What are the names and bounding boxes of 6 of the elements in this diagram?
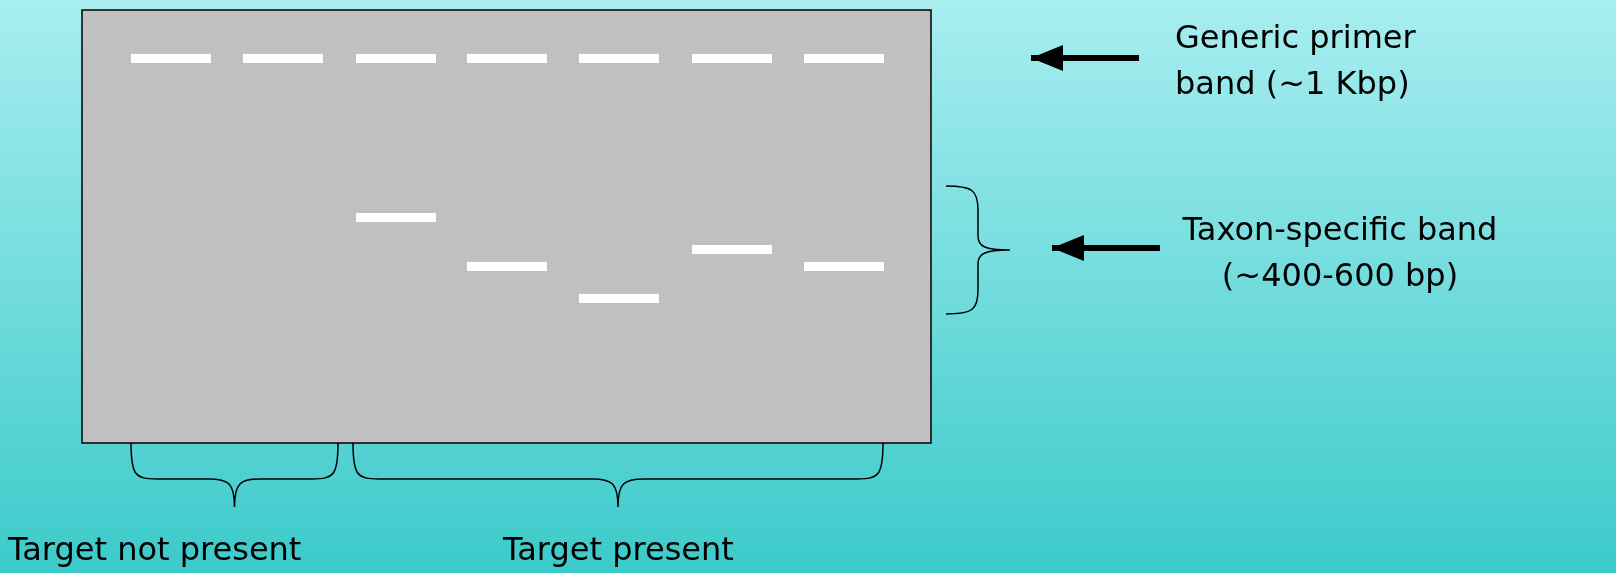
band-label: Generic primer band (~1 Kbp) — [1139, 14, 1495, 106]
group-label: Target present — [503, 530, 734, 568]
band-label: Taxon-specific band (~400-600 bp) — [1160, 206, 1520, 298]
arrow — [1052, 235, 1160, 261]
group-label: Target not present — [8, 530, 302, 568]
arrow — [1031, 45, 1139, 71]
